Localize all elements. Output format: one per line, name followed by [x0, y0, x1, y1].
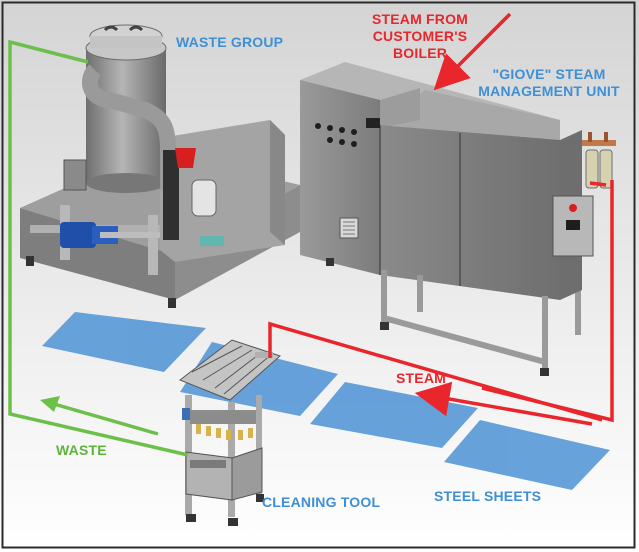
- label-steam-from-boiler: STEAM FROM CUSTOMER'S BOILER: [360, 11, 480, 62]
- steam-to-tool-line: [268, 321, 603, 422]
- label-steel-sheets: STEEL SHEETS: [434, 488, 542, 504]
- steam-lines: [268, 12, 614, 426]
- giove-steam-unit: [300, 62, 616, 376]
- label-giove-unit: "GIOVE" STEAM MANAGEMENT UNIT: [474, 66, 624, 100]
- waste-return-line: [8, 39, 189, 457]
- label-steam-from-boiler-line-3: BOILER: [392, 45, 448, 61]
- label-cleaning-tool: CLEANING TOOL: [262, 494, 381, 510]
- steel-sheet-3: [310, 382, 478, 448]
- boiler-arrow-line: [433, 12, 512, 91]
- label-steam: STEAM: [396, 370, 446, 386]
- cleaning-tool-machine: [178, 339, 281, 526]
- label-waste: WASTE: [56, 442, 107, 458]
- label-waste-group: WASTE GROUP: [176, 34, 284, 50]
- steam-arrow-line: [414, 381, 593, 426]
- label-giove-unit-line-2: MANAGEMENT UNIT: [478, 83, 620, 99]
- steel-sheet-4: [444, 420, 610, 490]
- waste-lines: [8, 39, 189, 457]
- label-steam-from-boiler-line-1: STEAM FROM: [371, 11, 469, 27]
- label-steam-from-boiler-line-2: CUSTOMER'S: [372, 28, 468, 44]
- steel-sheet-1: [42, 312, 206, 372]
- waste-arrow-line: [53, 402, 159, 436]
- label-giove-unit-line-1: "GIOVE" STEAM: [492, 66, 606, 82]
- waste-group-machine: [20, 24, 300, 308]
